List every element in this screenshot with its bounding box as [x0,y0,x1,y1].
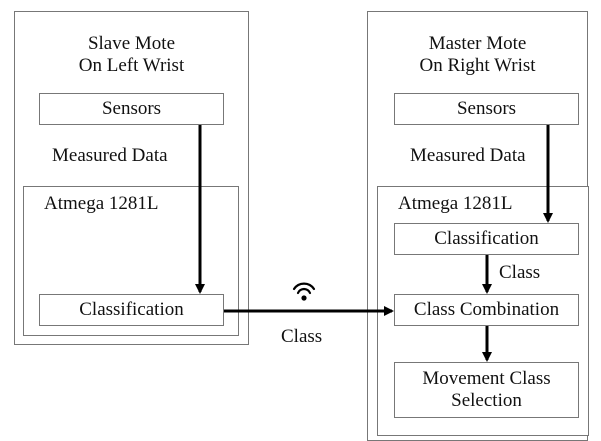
master-mote-title-line2: On Right Wrist [419,55,536,76]
movement-class-selection-box: Movement Class Selection [394,362,579,418]
slave-mote-title-line1: Slave Mote [87,33,176,54]
slave-sensors-box: Sensors [39,93,224,125]
master-sensors-box: Sensors [394,93,579,125]
slave-classification-label: Classification [79,299,184,320]
slave-sensors-label: Sensors [101,98,162,119]
movement-class-line1: Movement Class [422,368,551,389]
slave-measured-data-label: Measured Data [52,145,168,166]
movement-class-line2: Selection [451,390,522,411]
slave-mote-title: Slave Mote On Left Wrist [14,33,249,77]
master-mote-title: Master Mote On Right Wrist [367,33,588,77]
link-class-label: Class [281,326,323,347]
slave-classification-box: Classification [39,294,224,326]
master-mote-title-line1: Master Mote [428,33,527,54]
master-class-label: Class [499,262,541,283]
class-combination-label: Class Combination [413,299,560,320]
master-mcu-label: Atmega 1281L [398,193,513,214]
wireless-signal-icon [292,282,316,301]
arrows-layer [195,125,553,362]
slave-mcu-label: Atmega 1281L [44,193,159,214]
master-classification-label: Classification [434,228,539,249]
master-measured-data-label: Measured Data [410,145,526,166]
master-classification-box: Classification [394,223,579,255]
master-sensors-label: Sensors [456,98,517,119]
slave-mote-title-line2: On Left Wrist [78,55,185,76]
class-combination-box: Class Combination [394,294,579,326]
